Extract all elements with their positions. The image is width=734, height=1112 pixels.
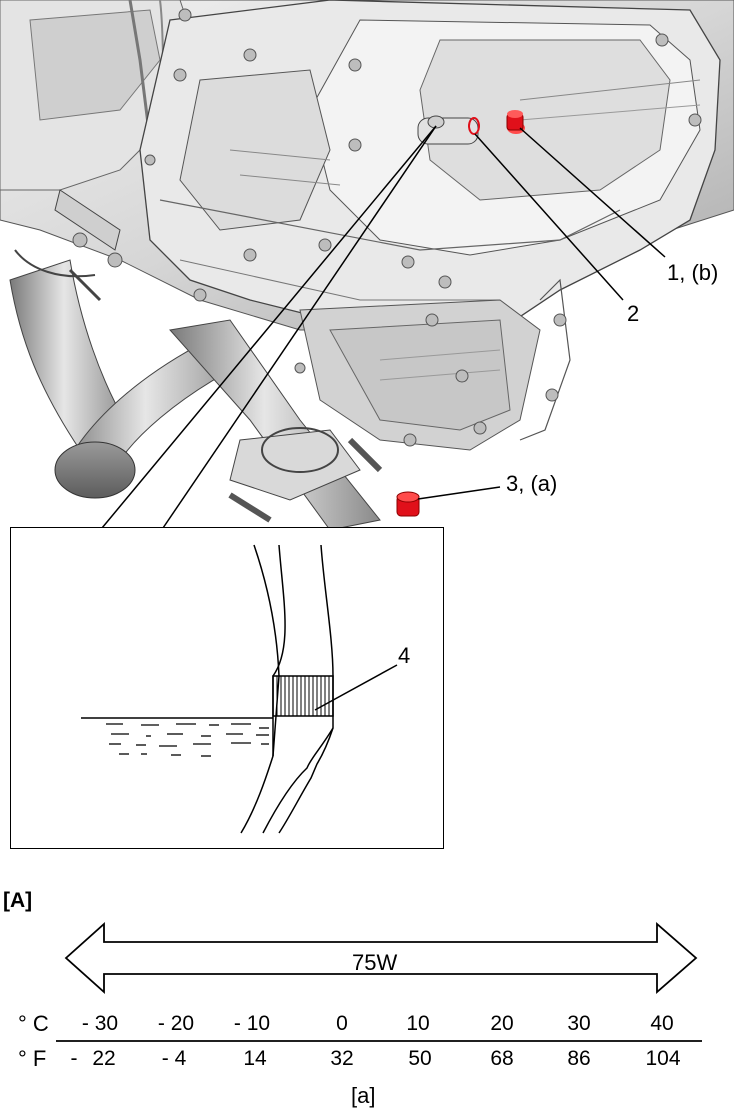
celsius-tick: - 30 [81, 1012, 119, 1035]
section-label: [A] [3, 889, 33, 912]
celsius-tick: 30 [567, 1012, 591, 1035]
callout-1: 1, (b) [667, 260, 719, 285]
celsius-unit: ° C [18, 1011, 49, 1036]
fahrenheit-unit: ° F [18, 1046, 47, 1071]
exhaust-pipes [9, 189, 383, 530]
callout-4-leader [314, 664, 398, 711]
drain-plug [396, 491, 420, 517]
fahrenheit-minus-sign: - [70, 1047, 78, 1070]
celsius-tick: 40 [650, 1012, 674, 1035]
fahrenheit-tick: 68 [490, 1047, 514, 1070]
viscosity-scale [56, 921, 702, 1042]
fahrenheit-tick: 104 [645, 1047, 681, 1070]
viscosity-grade: 75W [352, 950, 398, 975]
axis-caption: [a] [351, 1083, 376, 1108]
fahrenheit-tick: - 4 [161, 1047, 187, 1070]
celsius-tick: 20 [490, 1012, 514, 1035]
callout-4: 4 [398, 643, 411, 668]
fahrenheit-tick: 50 [408, 1047, 432, 1070]
viscosity-range-arrow [64, 921, 698, 995]
gasket-ring [468, 117, 480, 135]
leader-lines [417, 127, 666, 500]
fahrenheit-tick: 22 [92, 1047, 116, 1070]
detail-inset [10, 527, 444, 849]
filler-plug [506, 110, 525, 134]
transaxle-illustration [0, 0, 734, 530]
fahrenheit-tick: 86 [567, 1047, 591, 1070]
celsius-tick: 0 [336, 1012, 348, 1035]
fahrenheit-tick: 32 [330, 1047, 354, 1070]
detail-pointer [101, 125, 437, 529]
callout-2: 2 [627, 301, 640, 326]
oil-dashes [106, 723, 269, 757]
celsius-tick: - 10 [233, 1012, 271, 1035]
thread-lines [276, 676, 330, 716]
fill-level-detail [81, 544, 398, 834]
celsius-tick: 10 [406, 1012, 430, 1035]
callout-3: 3, (a) [506, 471, 558, 496]
celsius-tick: - 20 [157, 1012, 195, 1035]
fahrenheit-tick: 14 [243, 1047, 267, 1070]
transaxle-housing [139, 0, 721, 451]
